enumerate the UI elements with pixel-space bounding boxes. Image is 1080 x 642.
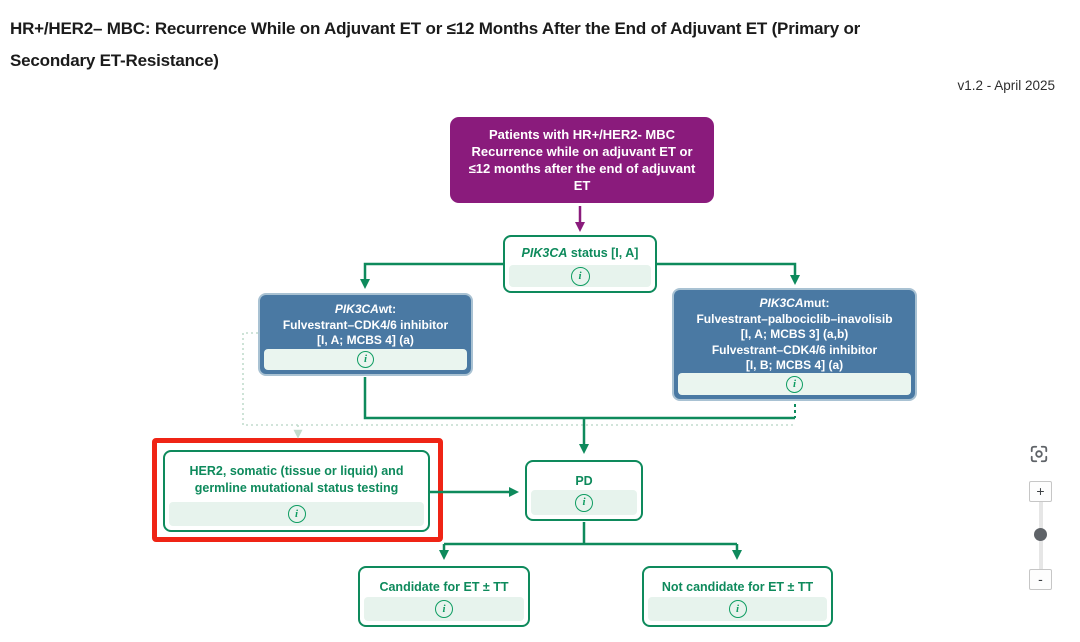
gene-suffix: wt:	[378, 302, 397, 316]
node-text-line: [I, A; MCBS 3] (a,b)	[740, 327, 849, 341]
page-title-line1: HR+/HER2– MBC: Recurrence While on Adjuv…	[10, 19, 861, 38]
info-strip: i	[678, 373, 911, 395]
node-text-line: Fulvestrant–palbociclib–inavolisib	[696, 311, 893, 326]
node-her2-testing[interactable]: HER2, somatic (tissue or liquid) and ger…	[163, 450, 430, 532]
zoom-slider-thumb[interactable]	[1034, 528, 1047, 541]
node-label: PIK3CA status [I, A]	[505, 245, 655, 261]
info-strip: i	[648, 597, 827, 621]
highlight-rectangle	[152, 438, 443, 542]
node-text-line: germline mutational status testing	[194, 481, 399, 495]
node-candidate-et-tt[interactable]: Candidate for ET ± TT i	[358, 566, 530, 627]
page-title-line2: Secondary ET-Resistance)	[10, 51, 219, 70]
node-text-line: Fulvestrant–CDK4/6 inhibitor	[711, 342, 878, 357]
info-icon[interactable]: i	[435, 600, 453, 618]
info-strip: i	[364, 597, 524, 621]
version-label: v1.2 - April 2025	[957, 78, 1055, 93]
fit-view-button[interactable]	[1027, 442, 1051, 466]
info-icon[interactable]: i	[786, 375, 803, 393]
gene-name: PIK3CA	[334, 302, 379, 316]
node-text-line: [I, A; MCBS 4] (a)	[317, 333, 414, 347]
info-strip: i	[509, 265, 651, 287]
node-pd[interactable]: PD i	[525, 460, 643, 521]
info-icon[interactable]: i	[728, 600, 747, 618]
node-not-candidate-et-tt[interactable]: Not candidate for ET ± TT i	[642, 566, 833, 627]
node-text-line: [I, B; MCBS 4] (a)	[745, 358, 844, 372]
node-text-line: Fulvestrant–CDK4/6 inhibitor	[282, 317, 449, 332]
gene-name: PIK3CA	[521, 246, 568, 260]
node-patients: Patients with HR+/HER2- MBC Recurrence w…	[450, 117, 714, 203]
status-text: status [I, A]	[567, 246, 639, 260]
node-label: Candidate for ET ± TT	[379, 580, 509, 594]
node-pik3ca-status[interactable]: PIK3CA status [I, A] i	[503, 235, 657, 293]
info-icon[interactable]: i	[570, 266, 590, 286]
node-text-line: ≤12 months after the end of adjuvant	[468, 161, 696, 176]
zoom-in-button[interactable]: +	[1029, 481, 1052, 502]
node-text-line: Patients with HR+/HER2- MBC	[489, 127, 675, 142]
node-text-line: ET	[573, 178, 591, 193]
node-text-line: HER2, somatic (tissue or liquid) and	[189, 464, 404, 478]
node-pik3ca-wt[interactable]: PIK3CAwt: Fulvestrant–CDK4/6 inhibitor […	[258, 293, 473, 376]
info-strip: i	[169, 502, 424, 526]
info-strip: i	[264, 349, 467, 370]
zoom-out-button[interactable]: -	[1029, 569, 1052, 590]
page-title: HR+/HER2– MBC: Recurrence While on Adjuv…	[10, 13, 1060, 77]
node-label: PD	[575, 474, 593, 488]
node-pik3ca-mut[interactable]: PIK3CAmut: Fulvestrant–palbociclib–inavo…	[672, 288, 917, 401]
node-text-line: Recurrence while on adjuvant ET or	[471, 144, 693, 159]
fit-view-icon	[1030, 445, 1048, 463]
gene-suffix: mut:	[803, 296, 830, 310]
node-label: Not candidate for ET ± TT	[661, 580, 814, 594]
info-icon[interactable]: i	[287, 505, 306, 523]
info-strip: i	[531, 490, 637, 515]
node-label: PIK3CAwt:	[260, 302, 471, 318]
info-icon[interactable]: i	[575, 493, 593, 512]
node-label: PIK3CAmut:	[674, 296, 915, 312]
info-icon[interactable]: i	[357, 351, 374, 368]
gene-name: PIK3CA	[759, 296, 804, 310]
